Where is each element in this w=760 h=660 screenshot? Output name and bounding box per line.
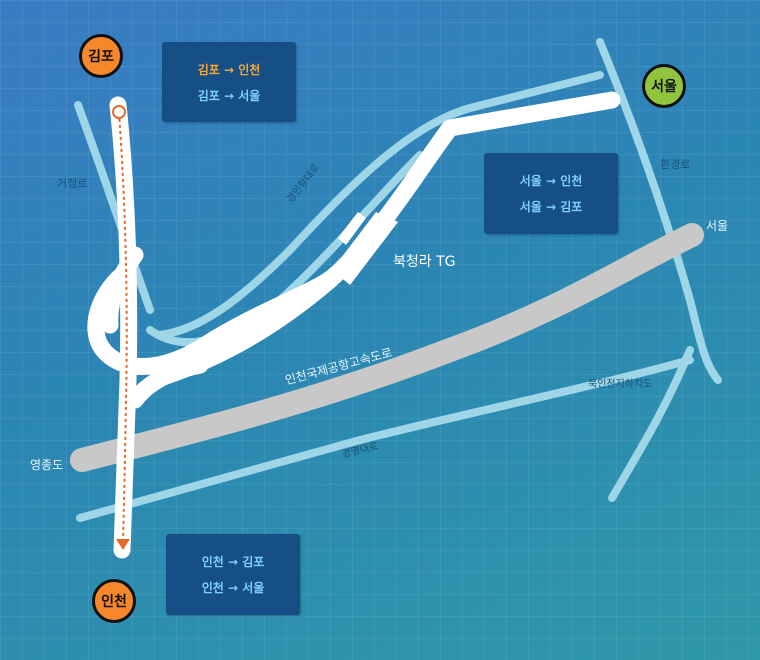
city-gimpo-label: 김포	[88, 49, 114, 65]
route-start-marker	[112, 105, 126, 119]
route-box-incheon: 인천 → 김포 인천 → 서울	[166, 534, 300, 615]
main-route-loop	[87, 261, 344, 375]
route-incheon-seoul: 인천 → 서울	[201, 581, 265, 595]
label-seoul-direction: 서울	[706, 219, 729, 233]
route-incheon-gimpo: 인천 → 김포	[201, 555, 265, 569]
toll-gate-shape	[332, 212, 398, 285]
city-incheon-label: 인천	[101, 594, 127, 610]
city-marker-incheon: 인천	[92, 579, 136, 623]
route-box-gimpo: 김포 → 인천 김포 → 서울	[162, 42, 296, 122]
main-route-split	[126, 356, 209, 409]
road-gyeongin	[156, 71, 604, 339]
label-hwangyeong-ro: 환경로	[660, 158, 691, 171]
label-yeongjongdo: 영종도	[30, 458, 64, 472]
road-airport-expressway	[70, 223, 704, 472]
route-seoul-gimpo: 서울 → 김포	[519, 200, 583, 214]
label-bukin-underpass: 북인천지하차도	[588, 379, 653, 390]
route-end-arrow	[116, 539, 130, 550]
route-seoul-incheon: 서울 → 인천	[519, 174, 583, 188]
main-route-trunk	[109, 96, 138, 559]
city-marker-gimpo: 김포	[79, 34, 123, 78]
road-gyeongmyeong	[76, 356, 694, 522]
toll-gate-label: 북청라 TG	[393, 254, 456, 270]
label-geocheom-ro: 거첨로	[57, 177, 88, 190]
route-gimpo-incheon: 김포 → 인천	[197, 62, 261, 77]
road-hwangyeong	[596, 38, 722, 384]
main-route-ramp-left	[101, 246, 144, 334]
city-seoul-label: 서울	[651, 79, 677, 95]
route-box-seoul: 서울 → 인천 서울 → 김포	[484, 153, 618, 234]
route-gimpo-seoul: 김포 → 서울	[197, 88, 261, 103]
road-geocheom	[74, 101, 154, 314]
city-marker-seoul: 서울	[642, 64, 686, 108]
road-bukin	[608, 346, 694, 502]
